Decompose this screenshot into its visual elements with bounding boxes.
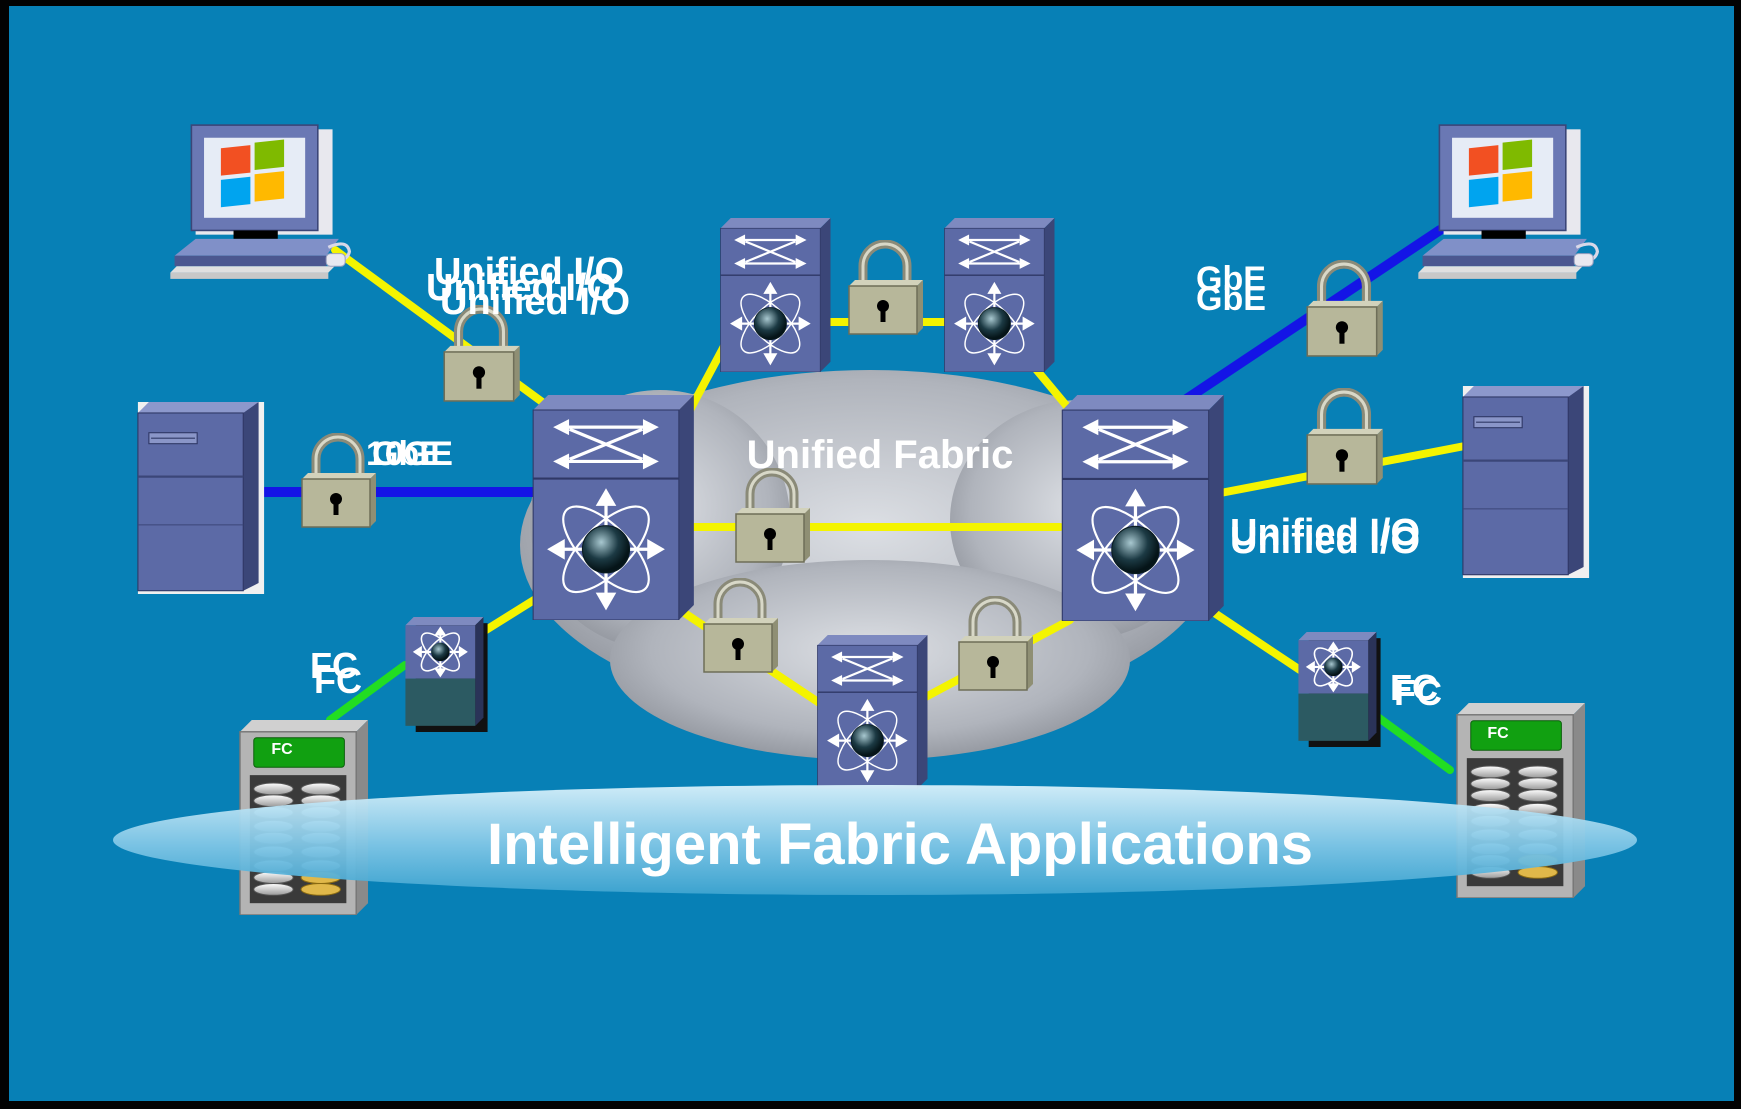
label-top-right-a: GbE	[1196, 260, 1266, 298]
switch-bottom-icon	[816, 635, 929, 789]
link-core-right-fc-switch	[1206, 606, 1304, 674]
label-top-left-b: Unified I/O	[426, 267, 616, 309]
workstation-left-icon	[170, 123, 351, 281]
label-bottom-left-a: FC	[310, 645, 358, 686]
label-top-left-c: Unified I/O	[440, 281, 630, 323]
fc-switch-left-icon	[405, 617, 488, 732]
label-top-left-a: Unified I/O	[434, 251, 624, 293]
link-workstation-left-unified	[331, 246, 564, 419]
fc-switch-right-icon	[1297, 632, 1382, 747]
label-bottom-left-b: FC	[314, 660, 362, 701]
switch-top-right-icon	[943, 218, 1056, 372]
intelligent-fabric-band: Intelligent Fabric Applications	[113, 785, 1637, 895]
label-top-right-b: GbE	[1196, 280, 1266, 318]
label-bottom-right-a: FC	[1390, 667, 1438, 708]
core-switch-right-icon	[1060, 395, 1226, 621]
storage-right: FC	[1457, 703, 1585, 898]
storage-left: FC	[240, 720, 368, 915]
label-mid-left-b: 10GE	[366, 435, 453, 473]
label-mid-left-a: GbE	[372, 435, 442, 473]
storage-left-tag: FC	[271, 741, 293, 758]
workstation-right-icon	[1418, 123, 1599, 281]
link-fc-right-storage	[1371, 711, 1454, 774]
core-switch-left-icon	[531, 395, 696, 620]
label-bottom-right-b: FC	[1394, 672, 1442, 713]
label-mid-right-a: Unified I/O	[1230, 512, 1420, 554]
server-right-icon	[1462, 386, 1590, 578]
intelligent-fabric-label: Intelligent Fabric Applications	[487, 812, 1313, 877]
server-left-icon	[137, 402, 265, 594]
unified-fabric-label: Unified Fabric	[747, 433, 1014, 477]
switch-top-left-icon	[719, 218, 832, 372]
label-mid-right-b: Unified I/O	[1230, 520, 1420, 562]
link-fc-left-storage	[326, 661, 409, 724]
storage-right-tag: FC	[1487, 725, 1509, 742]
